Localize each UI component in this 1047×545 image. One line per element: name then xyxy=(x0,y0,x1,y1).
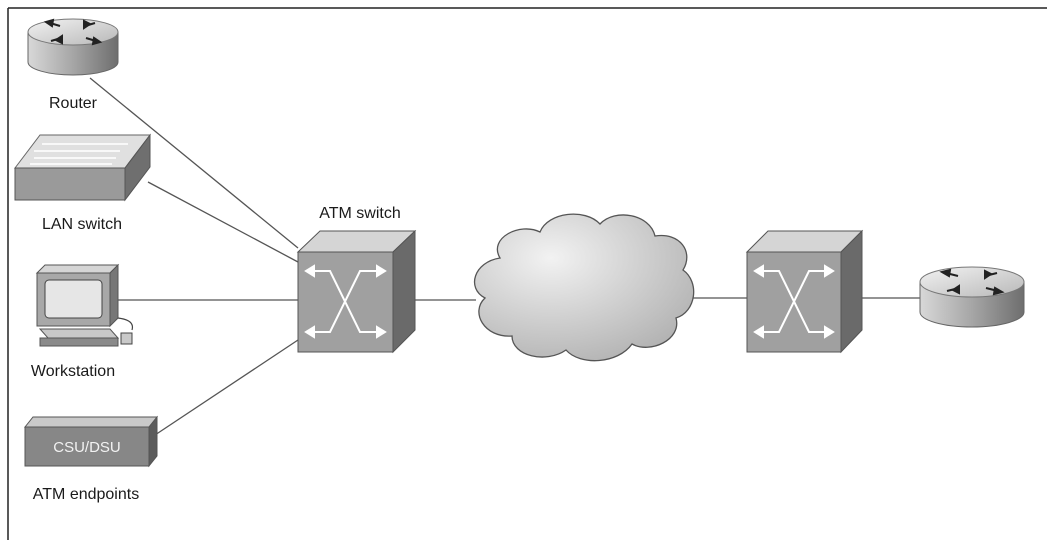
frame-border xyxy=(7,7,1047,540)
link-router-to-atm-switch xyxy=(89,77,299,249)
link-lan-switch-to-atm-switch xyxy=(147,181,299,263)
atm-endpoints-label: ATM endpoints xyxy=(33,486,139,503)
atm-switch-icon xyxy=(296,229,417,354)
remote-router-icon xyxy=(919,266,1025,328)
link-csu-dsu-to-atm-switch xyxy=(154,339,299,436)
router-icon xyxy=(27,18,119,76)
router-label: Router xyxy=(49,95,98,112)
atm-network-cloud-icon xyxy=(474,213,695,362)
remote-atm-switch-icon xyxy=(745,229,864,354)
connection-lines xyxy=(89,77,920,436)
workstation-label: Workstation xyxy=(31,363,115,380)
workstation-icon xyxy=(35,263,134,347)
csu-dsu-label: CSU/DSU xyxy=(53,439,121,456)
atm-switch-label: ATM switch xyxy=(319,205,400,222)
lan-switch-icon xyxy=(13,133,152,202)
csu-dsu-icon xyxy=(23,415,159,468)
lan-switch-label: LAN switch xyxy=(42,216,122,233)
